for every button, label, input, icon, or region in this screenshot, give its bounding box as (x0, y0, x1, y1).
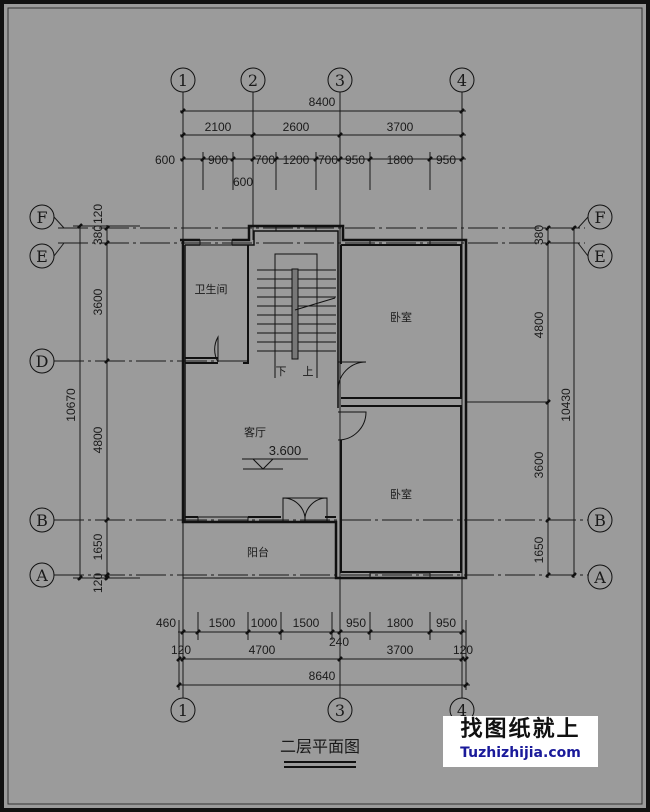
grid-lines (53, 92, 589, 698)
dim-top: 1800 (387, 153, 414, 167)
dim-top: 2100 (205, 120, 232, 134)
watermark-logo: 找图纸就上 Tuzhizhijia.com (443, 716, 598, 767)
dim-bottom: 1000 (251, 616, 278, 630)
dim-bottom: 950 (436, 616, 456, 630)
axis-F-left: F (36, 208, 47, 227)
dim-right: 3600 (532, 451, 546, 478)
dim-top: 2600 (283, 120, 310, 134)
title-underline (284, 761, 356, 768)
room-bedroom-top: 卧室 (390, 310, 412, 324)
dim-top: 3700 (387, 120, 414, 134)
axis-A-left: A (35, 566, 48, 585)
dim-top: 1200 (283, 153, 310, 167)
dim-bottom: 240 (329, 635, 349, 649)
dim-top: 900 (208, 153, 228, 167)
dim-bottom: 1800 (387, 616, 414, 630)
dim-bottom-total: 8640 (309, 669, 336, 683)
axis-B-right: B (594, 511, 606, 530)
dim-top: 950 (345, 153, 365, 167)
dim-left-total: 10670 (64, 388, 78, 422)
watermark-cn: 找图纸就上 (460, 717, 581, 742)
dim-left: 120 (91, 204, 105, 224)
dim-bottom: 950 (346, 616, 366, 630)
drawing-title: 二层平面图 (280, 739, 360, 756)
axis-B-left: B (36, 511, 48, 530)
axis-1-top: 1 (178, 71, 188, 90)
dim-left: 1650 (91, 533, 105, 560)
room-balcony: 阳台 (247, 545, 269, 559)
dimension-labels: 8400 2100 2600 3700 600 900 600 700 1200… (64, 95, 573, 683)
axis-1-bottom: 1 (178, 701, 188, 720)
stair-down-label: 下 (276, 366, 287, 378)
axis-bubbles (29, 67, 613, 723)
axis-4-top: 4 (457, 71, 467, 90)
dim-right: 4800 (532, 311, 546, 338)
dim-left: 3600 (91, 288, 105, 315)
dim-bottom: 3700 (387, 643, 414, 657)
walls (180, 224, 468, 580)
dim-right: 1650 (532, 536, 546, 563)
dim-top: 700 (255, 153, 275, 167)
dim-left: 380 (91, 225, 105, 245)
axis-E-right: E (594, 247, 606, 266)
dim-bottom: 1500 (293, 616, 320, 630)
dim-left: 120 (91, 573, 105, 593)
dim-top: 950 (436, 153, 456, 167)
dim-top: 600 (155, 153, 175, 167)
axis-labels: 1 2 3 4 1 3 4 F E D B A F E B A (35, 71, 606, 720)
dim-bottom: 460 (156, 616, 176, 630)
dim-right: 380 (532, 225, 546, 245)
room-bedroom-bottom: 卧室 (390, 487, 412, 501)
dim-left: 4800 (91, 426, 105, 453)
elevation-marker-icon (242, 458, 308, 470)
stair-up-label: 上 (303, 365, 314, 378)
dim-bottom: 120 (171, 643, 191, 657)
room-labels: 卫生间 卧室 客厅 3.600 卧室 阳台 下 上 (195, 282, 413, 559)
room-bathroom: 卫生间 (195, 282, 228, 296)
axis-3-bottom: 3 (335, 701, 345, 720)
frame-inner (7, 7, 643, 805)
axis-2-top: 2 (248, 71, 258, 90)
room-living: 客厅 (244, 425, 266, 439)
dim-top-total: 8400 (309, 95, 336, 109)
elevation-label: 3.600 (269, 443, 302, 458)
dimension-ticks (77, 108, 577, 688)
dim-bottom: 120 (453, 643, 473, 657)
dim-bottom: 4700 (249, 643, 276, 657)
axis-3-top: 3 (335, 71, 345, 90)
axis-E-left: E (36, 247, 48, 266)
dim-top: 700 (318, 153, 338, 167)
axis-F-right: F (594, 208, 605, 227)
axis-D-left: D (36, 352, 49, 371)
dim-top: 600 (233, 175, 253, 189)
dim-right-total: 10430 (559, 388, 573, 422)
watermark-en: Tuzhizhijia.com (460, 745, 581, 761)
axis-4-bottom: 4 (457, 701, 467, 720)
axis-A-right: A (593, 568, 606, 587)
dim-bottom: 1500 (209, 616, 236, 630)
